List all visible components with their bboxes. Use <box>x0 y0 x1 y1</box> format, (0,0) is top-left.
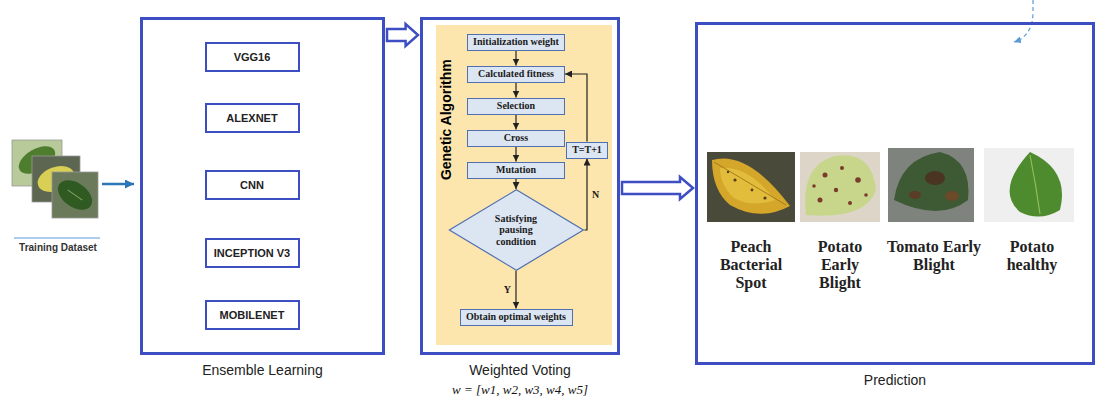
tomato-early-blight-photo <box>888 148 974 222</box>
group-heading: Weighted Voting <box>393 362 647 378</box>
flow-arrow <box>515 51 516 66</box>
flow-arrow <box>515 271 516 309</box>
peach-bacterial-spot-photo <box>707 152 795 222</box>
box-label: ALEXNET <box>226 112 277 124</box>
box-label: Initialization weight <box>473 36 559 48</box>
leaf-spot <box>812 184 816 188</box>
process-box: Calculated fitness <box>467 66 565 83</box>
process-box: Selection <box>467 98 565 115</box>
leaf-spot <box>848 201 852 205</box>
model-box: CNN <box>205 170 300 200</box>
hollow-arrow <box>387 24 418 46</box>
model-box: INCEPTION V3 <box>205 238 300 268</box>
process-box: T=T+1 <box>566 142 608 159</box>
leaf-lesion <box>909 191 921 199</box>
leaf-spot <box>834 188 838 192</box>
box-label: Obtain optimal weights <box>466 311 566 323</box>
box-label: Cross <box>504 132 528 144</box>
group-heading: Prediction <box>668 372 1100 388</box>
flow-arrow <box>515 115 516 130</box>
class-label: Potato Early Blight <box>800 238 880 292</box>
leaf-vein <box>714 162 786 205</box>
leaf-lesion <box>925 171 945 185</box>
leaf <box>712 158 790 213</box>
flow-arrow <box>515 83 516 98</box>
leaf-spot <box>818 198 823 203</box>
model-box: ALEXNET <box>205 103 300 133</box>
potato-healthy-photo <box>984 148 1074 222</box>
panel-title: Genetic Algorithm <box>439 60 454 181</box>
hollow-arrow <box>622 177 693 199</box>
training-images <box>12 140 98 218</box>
box-label: INCEPTION V3 <box>214 247 290 259</box>
box-label: Mutation <box>496 164 536 176</box>
leaf-spot <box>855 177 861 183</box>
class-label: Peach Bacterial Spot <box>708 238 794 292</box>
box-label: Selection <box>497 100 535 112</box>
formula: w = [w1, w2, w3, w4, w5] <box>393 382 647 398</box>
underline <box>14 238 100 239</box>
edge-label: Y <box>503 284 512 295</box>
process-box: Mutation <box>467 162 565 179</box>
diamond-shape <box>449 190 583 270</box>
photo-ground <box>707 152 795 222</box>
group-box: Ensemble LearningVGG16ALEXNETCNNINCEPTIO… <box>140 17 385 355</box>
decision-diamond: Satisfying pausing condition <box>448 189 585 271</box>
leaf-spot <box>727 171 729 173</box>
flow-arrow <box>565 74 587 142</box>
flow-arrow <box>515 147 516 162</box>
leaf-spot <box>823 173 828 178</box>
model-box: VGG16 <box>205 42 300 72</box>
potato-early-blight-photo <box>800 152 880 222</box>
leaf <box>1010 152 1062 217</box>
dataset-label: Training Dataset <box>14 242 102 253</box>
box-label: VGG16 <box>234 51 271 63</box>
box-label: MOBILENET <box>220 309 285 321</box>
group-box: Weighted Votingw = [w1, w2, w3, w4, w5]G… <box>420 17 620 355</box>
box-label: Calculated fitness <box>478 68 554 80</box>
flow-arrow <box>515 179 516 190</box>
leaf-spot <box>733 178 736 181</box>
process-box: Cross <box>467 130 565 147</box>
leaf-shade <box>720 168 775 204</box>
leaf-photo <box>52 172 98 218</box>
leaf-lesion <box>945 191 959 201</box>
class-label: Tomato Early Blight <box>884 238 984 274</box>
leaf <box>805 155 876 215</box>
photo-ground <box>800 152 880 222</box>
leaf <box>53 174 98 215</box>
group-heading: Ensemble Learning <box>113 362 412 378</box>
leaf-vein <box>1030 155 1040 214</box>
leaf-spot <box>763 196 766 199</box>
leaf-spot <box>751 189 754 192</box>
leaf <box>894 152 968 211</box>
box-label: T=T+1 <box>572 144 602 156</box>
photo-ground <box>888 148 974 222</box>
leaf-spot <box>840 166 844 170</box>
class-label: Potato healthy <box>990 238 1074 274</box>
dashed-pointer <box>1014 0 1033 42</box>
input-arrow <box>102 183 134 186</box>
flow-arrow <box>584 159 587 231</box>
leaf-vein <box>68 190 83 200</box>
algorithm-panel: Genetic Algorithm Initialization weightCa… <box>436 25 612 345</box>
box-label: CNN <box>240 179 264 191</box>
edge-label: N <box>591 189 600 200</box>
box-label: Satisfying pausing condition <box>485 213 547 248</box>
photo-ground <box>984 148 1074 222</box>
process-box: Obtain optimal weights <box>460 309 573 326</box>
group-box: Prediction <box>695 22 1095 365</box>
process-box: Initialization weight <box>467 34 565 51</box>
leaf-spot <box>864 193 868 197</box>
connector-layer <box>387 24 693 199</box>
model-box: MOBILENET <box>205 300 300 330</box>
